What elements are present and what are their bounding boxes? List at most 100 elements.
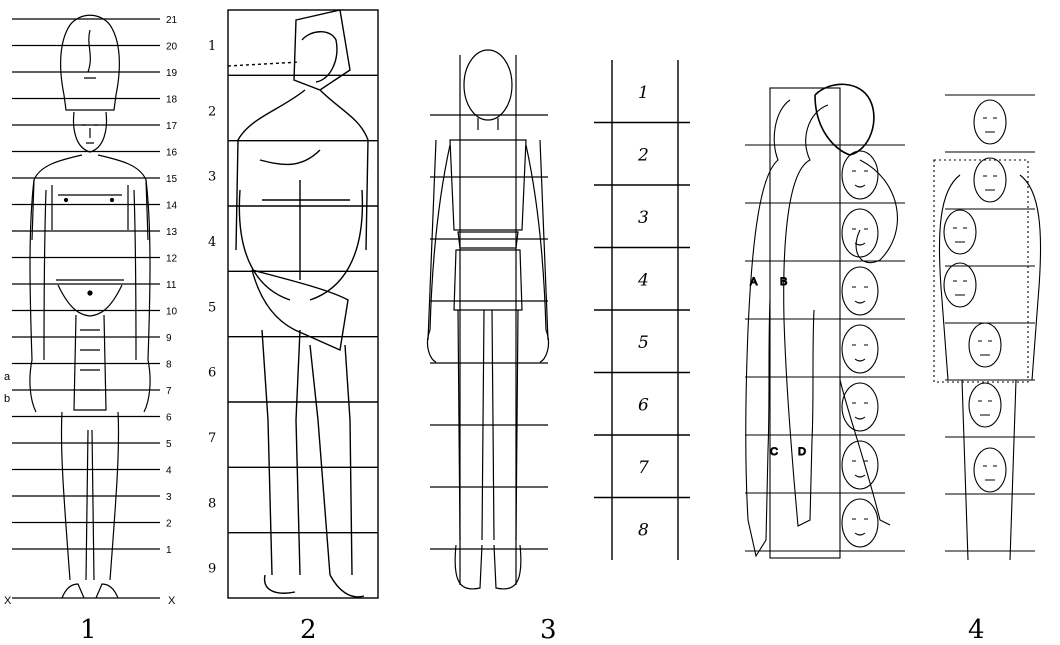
hair-drawing	[815, 84, 874, 155]
grid-label: 8	[638, 521, 649, 541]
arm-drawing	[856, 160, 897, 263]
grid-lines	[430, 55, 548, 585]
scale-label: 1	[166, 545, 172, 556]
row-label: 1	[208, 39, 216, 54]
figure-letter: B	[780, 276, 787, 288]
row-label: 9	[208, 562, 216, 577]
row-label: 8	[208, 496, 216, 511]
figure-letters: A B C D	[750, 276, 806, 458]
scale-label: 3	[166, 492, 172, 503]
figure-letter: D	[798, 446, 806, 458]
nipple-left	[65, 199, 68, 202]
scale-label: 17	[166, 121, 178, 132]
baseline-label-left: X	[4, 595, 12, 607]
head-icon	[842, 325, 878, 373]
scale-label: 21	[166, 15, 178, 26]
dashed-head-line	[228, 62, 300, 66]
hands-drawing	[428, 330, 549, 362]
head-icon	[969, 383, 1001, 427]
scale-label: 4	[166, 466, 172, 477]
scale-label: 16	[166, 148, 178, 159]
row-label: 7	[208, 431, 216, 446]
scale-label: 2	[166, 519, 172, 530]
side-label-a: a	[4, 371, 11, 383]
nipple-right	[111, 199, 114, 202]
head-icon	[974, 100, 1006, 144]
face-features	[82, 125, 98, 143]
row-label: 5	[208, 300, 216, 315]
grid-label: 1	[638, 83, 649, 103]
navel-dot	[88, 291, 92, 295]
caption-figure-3: 3	[540, 615, 557, 645]
grid-label: 4	[637, 271, 649, 291]
grid-label: 3	[638, 208, 649, 228]
egyptian-canon-figure	[12, 15, 160, 598]
scale-label: 10	[166, 307, 178, 318]
grid-lines	[228, 75, 378, 532]
scale-label: 14	[166, 201, 178, 212]
head-icon	[944, 263, 976, 307]
head-icon	[842, 151, 878, 199]
torso-drawing	[32, 155, 148, 240]
head-icon	[969, 323, 1001, 367]
head-icon	[842, 267, 878, 315]
figure-letter: A	[750, 276, 758, 288]
torso-drawing	[450, 140, 526, 230]
scale-label: 6	[166, 413, 172, 424]
legs-drawing	[262, 330, 352, 575]
grid-frame	[770, 88, 840, 558]
side-label-b: b	[4, 393, 10, 405]
head-drawing	[294, 10, 350, 90]
body-outline	[939, 175, 1040, 560]
grid-label: 6	[638, 396, 649, 416]
female-figures-comparison: A B C D	[745, 84, 905, 558]
caption-figure-2: 2	[300, 615, 317, 645]
row-label: 6	[208, 366, 216, 381]
scale-label: 15	[166, 174, 178, 185]
scale-label: 11	[166, 280, 177, 291]
row-label: 2	[208, 104, 216, 119]
belt-drawing	[458, 232, 518, 248]
leg-drawing	[840, 380, 890, 525]
feet-drawing	[455, 545, 521, 589]
scale-label: 13	[166, 227, 178, 238]
head-icon	[842, 499, 878, 547]
repeated-heads	[944, 100, 1006, 492]
head-icon	[974, 448, 1006, 492]
scale-label: 9	[166, 333, 172, 344]
head-drawing	[464, 50, 512, 120]
scale-label: 8	[166, 360, 172, 371]
row-label: 4	[208, 235, 216, 250]
scale-label: 5	[166, 439, 172, 450]
scale-label: 20	[166, 42, 178, 53]
scale-label: 12	[166, 254, 178, 265]
grid-label: 7	[638, 458, 649, 478]
row-label: 3	[208, 170, 216, 185]
repeated-heads	[842, 151, 878, 547]
feet-drawing	[62, 584, 118, 598]
grid-frame	[228, 10, 378, 598]
grid-label: 5	[638, 333, 649, 353]
torso-drawing	[236, 90, 368, 280]
scale-label: 19	[166, 68, 178, 79]
mannequin-figure-grid	[428, 50, 549, 589]
baseline-label-right: X	[168, 595, 176, 607]
male-figure-heads	[934, 95, 1041, 560]
caption-figure-1: 1	[80, 615, 97, 645]
head-icon	[842, 209, 878, 257]
male-figure-grid	[228, 10, 378, 598]
grid-lines	[594, 123, 690, 498]
caption-figure-4: 4	[968, 615, 985, 645]
figure-b-drawing	[784, 105, 828, 526]
grid-lines	[12, 19, 160, 598]
uraeus-drawing	[84, 30, 96, 78]
feet-drawing	[265, 575, 364, 597]
grid-lines	[945, 95, 1035, 551]
scale-label: 7	[166, 386, 172, 397]
head-icon	[944, 210, 976, 254]
figure-a-drawing	[746, 100, 790, 556]
head-icon	[974, 158, 1006, 202]
figure-letter: C	[770, 446, 778, 458]
grid-label: 2	[637, 146, 649, 166]
